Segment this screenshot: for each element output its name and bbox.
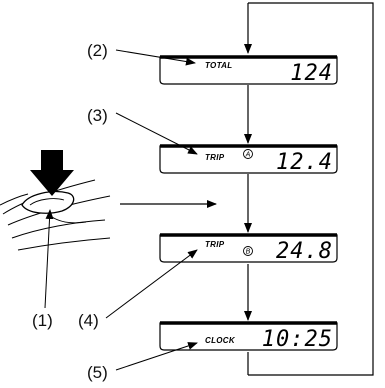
- lcd-value: 10:25: [262, 327, 333, 352]
- handlebar-button-illustration: [0, 179, 111, 251]
- lcd-value: 24.8: [276, 239, 333, 264]
- callout-3: (3): [87, 106, 108, 125]
- callout-4: (4): [78, 311, 99, 330]
- trip-indicator-a: [243, 149, 253, 159]
- lcd-display-trip-b: TRIP B 24.8: [159, 233, 338, 264]
- lcd-display-total: TOTAL 124: [159, 55, 338, 86]
- callout-2: (2): [87, 41, 108, 60]
- indicator-letter: A: [245, 152, 251, 159]
- callout-5: (5): [87, 363, 108, 382]
- leader-line-2: [115, 49, 196, 66]
- switch-button-shape: [21, 190, 75, 214]
- lcd-mode-label: TRIP: [205, 153, 225, 162]
- lcd-display-clock: CLOCK 10:25: [159, 321, 338, 352]
- lcd-mode-label: TOTAL: [205, 61, 232, 70]
- press-down-arrow-icon: [30, 150, 74, 196]
- leader-line-3: [115, 112, 198, 155]
- callout-1: (1): [32, 311, 53, 330]
- trip-indicator-b: [243, 246, 253, 256]
- leader-line-1: [44, 209, 54, 309]
- lcd-mode-label: TRIP: [205, 240, 225, 249]
- lcd-value: 12.4: [276, 150, 333, 175]
- lcd-mode-label: CLOCK: [205, 336, 236, 345]
- lcd-display-trip-a: TRIP A 12.4: [159, 144, 338, 175]
- leader-line-5: [115, 342, 198, 371]
- indicator-letter: B: [246, 249, 251, 256]
- return-loop-line: [248, 2, 374, 376]
- leader-line-4: [105, 249, 198, 319]
- lcd-value: 124: [290, 61, 333, 86]
